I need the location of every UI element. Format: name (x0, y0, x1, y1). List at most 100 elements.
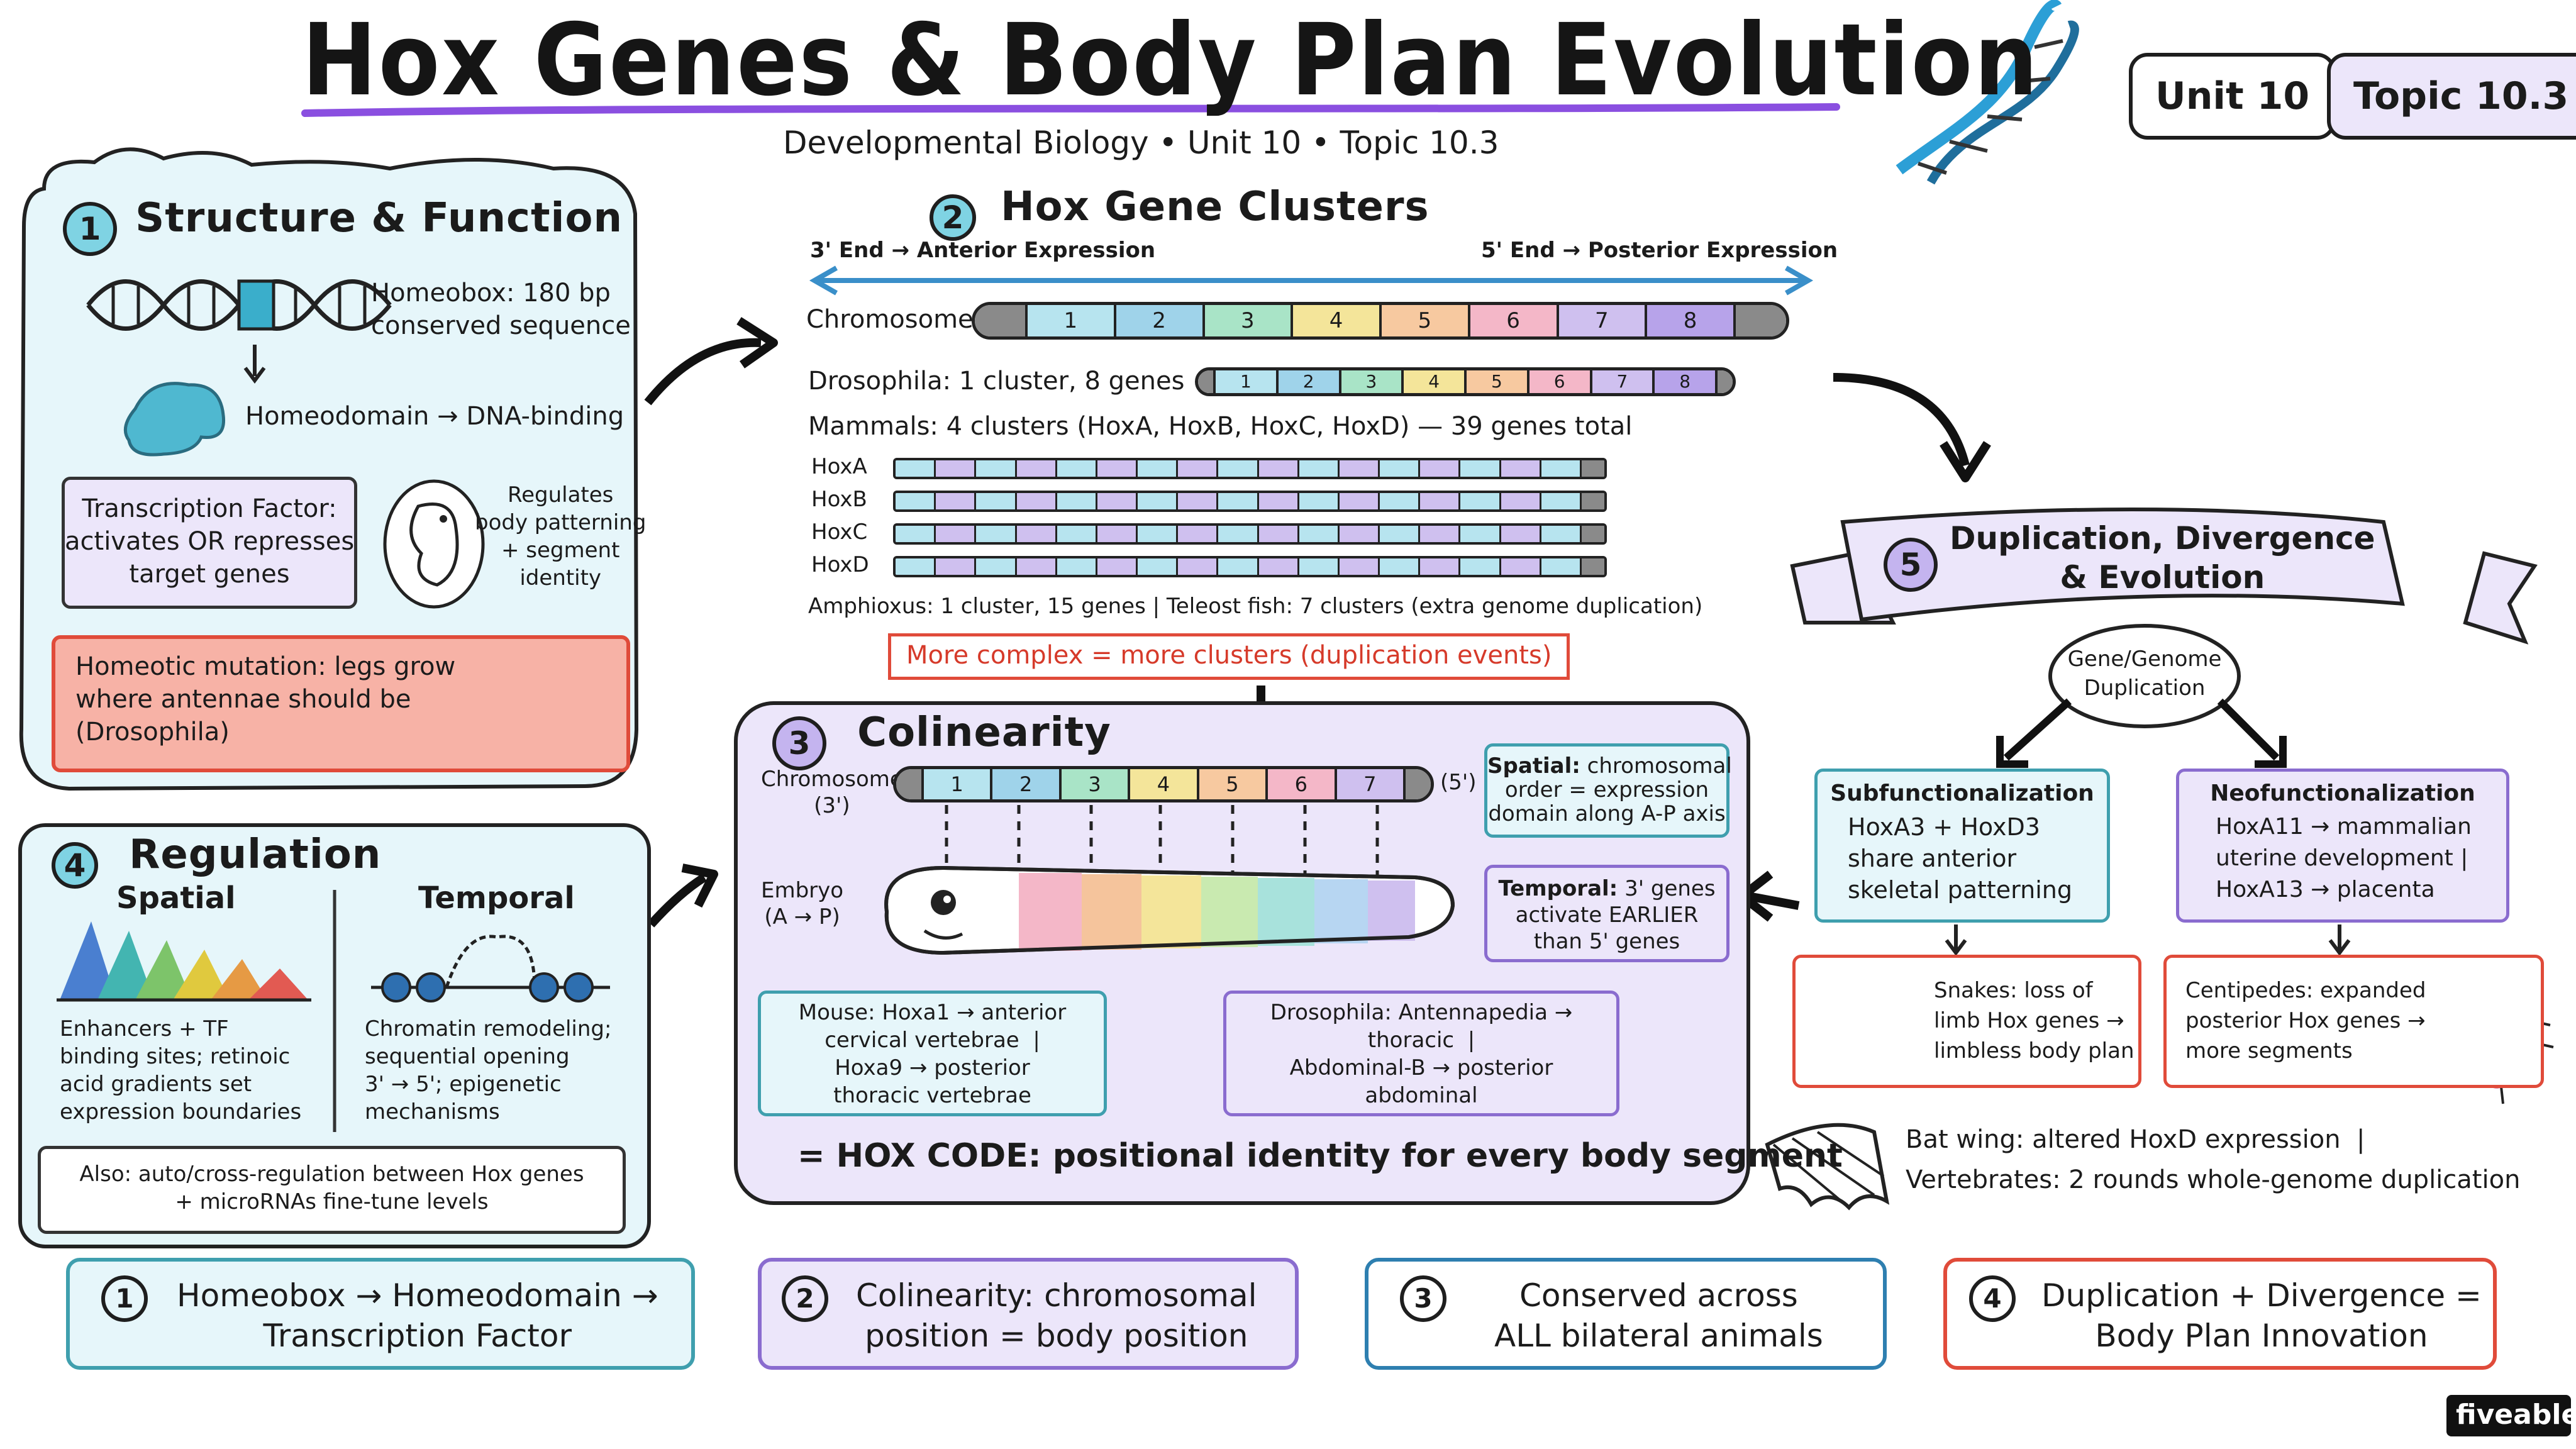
chromosome-end-cap (1579, 460, 1604, 477)
hox-gene-segment: 7 (1334, 769, 1403, 799)
hox-gene-segment: 8 (1652, 370, 1715, 393)
colinearity-title: Colinearity (857, 709, 1111, 756)
colinearity-heading: 3 Colinearity (772, 709, 1111, 770)
mammal-cluster-segment (1216, 526, 1257, 542)
homeobox-label: Homeobox: 180 bp conserved sequence (371, 279, 631, 340)
centipedes-box: Centipedes: expanded posterior Hox genes… (2163, 955, 2544, 1088)
hox-gene-segment: 7 (1556, 305, 1645, 336)
embryo-segments-icon (884, 865, 1455, 955)
section-number-4: 4 (52, 841, 98, 889)
mammal-cluster-segment (1055, 526, 1096, 542)
mammal-cluster-segment (1095, 460, 1136, 477)
fiveable-logo-bg (2446, 1395, 2571, 1436)
structure-title: Structure & Function (135, 195, 623, 242)
mammal-cluster-segment (1539, 493, 1580, 509)
subfunctionalization-text: HoxA3 + HoxD3 share anterior skeletal pa… (1848, 813, 2072, 904)
chromosome-end-cap (1579, 493, 1604, 509)
homeodomain-label: Homeodomain → DNA-binding (245, 402, 625, 431)
temporal-note: Temporal: 3' genes activate EARLIER than… (1484, 865, 1729, 962)
hox-gene-segment: 5 (1196, 769, 1266, 799)
mammal-cluster-segment (1176, 526, 1217, 542)
mammal-cluster-bar (893, 491, 1607, 512)
hox-gene-segment: 4 (1401, 370, 1464, 393)
mammal-cluster-segment (1014, 493, 1055, 509)
mammal-cluster-segment (896, 526, 935, 542)
hox-gene-segment: 4 (1128, 769, 1197, 799)
transcription-factor-box: Transcription Factor: activates OR repre… (62, 477, 357, 609)
page-subtitle: Developmental Biology • Unit 10 • Topic … (783, 125, 1499, 161)
spatial-note-text: chromosomal order = expression domain al… (1488, 753, 1732, 826)
mammal-cluster-bar (893, 556, 1607, 577)
mammal-cluster-segment (1136, 460, 1177, 477)
title-underline (301, 103, 1840, 117)
duplication-heading: 5 (1884, 538, 1938, 592)
footer-takeaway-2: 2 Colinearity: chromosomal position = bo… (758, 1258, 1299, 1370)
mammal-cluster-segment (1539, 460, 1580, 477)
hox-gene-segment: 1 (1025, 305, 1114, 336)
mammal-cluster-segment (1458, 526, 1499, 542)
mammal-cluster-segment (1055, 493, 1096, 509)
down-arrow-icon (243, 345, 266, 384)
mammal-cluster-segment (1014, 526, 1055, 542)
footer-takeaway-1: 1 Homeobox → Homeodomain → Transcription… (66, 1258, 695, 1370)
duplication-banner (1790, 508, 2538, 645)
hox-row-label: HoxB (811, 487, 867, 512)
three-prime-label: 3' End → Anterior Expression (810, 238, 1156, 263)
bat-vertebrate-note: Bat wing: altered HoxD expression | Vert… (1906, 1125, 2521, 1194)
footer-number: 2 (782, 1275, 828, 1322)
chromosome-label: Chromosome (806, 305, 974, 334)
mammal-cluster-segment (974, 526, 1015, 542)
duplication-oval-label: Gene/Genome Duplication (2067, 647, 2222, 701)
mammal-cluster-segment (934, 526, 975, 542)
temporal-regulation-text: Chromatin remodeling; sequential opening… (365, 1016, 612, 1124)
hox-gene-segment: 2 (1275, 370, 1339, 393)
mammal-cluster-segment (1014, 558, 1055, 575)
mammal-cluster-segment (1297, 460, 1338, 477)
complexity-note: More complex = more clusters (duplicatio… (888, 633, 1570, 680)
arrow-5-to-3 (1747, 892, 1800, 910)
homeobox-dna-icon (86, 279, 392, 331)
colinearity-chromosome-label: Chromosome (3') (761, 767, 903, 818)
mammal-cluster-segment (1216, 493, 1257, 509)
temporal-note-title: Temporal: (1498, 876, 1618, 901)
five-prime-marker: (5') (1440, 770, 1477, 795)
neofunctionalization-box: Neofunctionalization HoxA11 → mammalian … (2176, 769, 2509, 923)
hox-gene-segment: 3 (1058, 769, 1128, 799)
structure-heading: 1 Structure & Function (63, 195, 623, 256)
bat-wing-icon (1765, 1123, 1890, 1211)
topic-tag: Topic 10.3 (2327, 53, 2576, 140)
snakes-text: Snakes: loss of limb Hox genes → limbles… (1934, 978, 2135, 1063)
mammal-cluster-segment (1418, 493, 1459, 509)
hox-gene-segment: 5 (1464, 370, 1527, 393)
footer-text: Duplication + Divergence = Body Plan Inn… (2041, 1277, 2482, 1354)
mammal-cluster-bars (893, 458, 1607, 584)
mammal-cluster-bar (893, 523, 1607, 545)
section-number-3: 3 (772, 716, 826, 770)
mammal-cluster-segment (1257, 526, 1297, 542)
mammal-cluster-segment (974, 558, 1015, 575)
hox-gene-segment: 6 (1265, 769, 1335, 799)
hox-gene-segment: 2 (1113, 305, 1202, 336)
chromosome-end-cap (1402, 769, 1431, 799)
section-number-2: 2 (930, 194, 976, 241)
section-number-1: 1 (63, 201, 117, 256)
chromosome-end-cap (1733, 305, 1786, 336)
hox-row-label: HoxD (811, 552, 869, 577)
temporal-note-text: 3' genes activate EARLIER than 5' genes (1515, 876, 1716, 954)
subfunctionalization-box: Subfunctionalization HoxA3 + HoxD3 share… (1814, 769, 2110, 923)
mammal-cluster-segment (1257, 493, 1297, 509)
hox-gene-segment: 8 (1645, 305, 1733, 336)
chromosome-end-cap (896, 769, 921, 799)
page-title: Hox Genes & Body Plan Evolution (302, 3, 2040, 118)
chromosome-end-cap (1198, 370, 1213, 393)
spatial-note: Spatial: chromosomal order = expression … (1484, 743, 1732, 838)
mammal-cluster-segment (1378, 526, 1419, 542)
mammal-cluster-segment (1378, 558, 1419, 575)
mouse-example-box: Mouse: Hoxa1 → anterior cervical vertebr… (758, 991, 1107, 1116)
fiveable-logo: fiveable (2456, 1399, 2576, 1431)
mammal-cluster-segment (1136, 558, 1177, 575)
mammal-cluster-segment (1176, 493, 1217, 509)
hox-gene-segment: 6 (1467, 305, 1557, 336)
mammal-cluster-segment (1055, 558, 1096, 575)
mammal-cluster-segment (1539, 526, 1580, 542)
